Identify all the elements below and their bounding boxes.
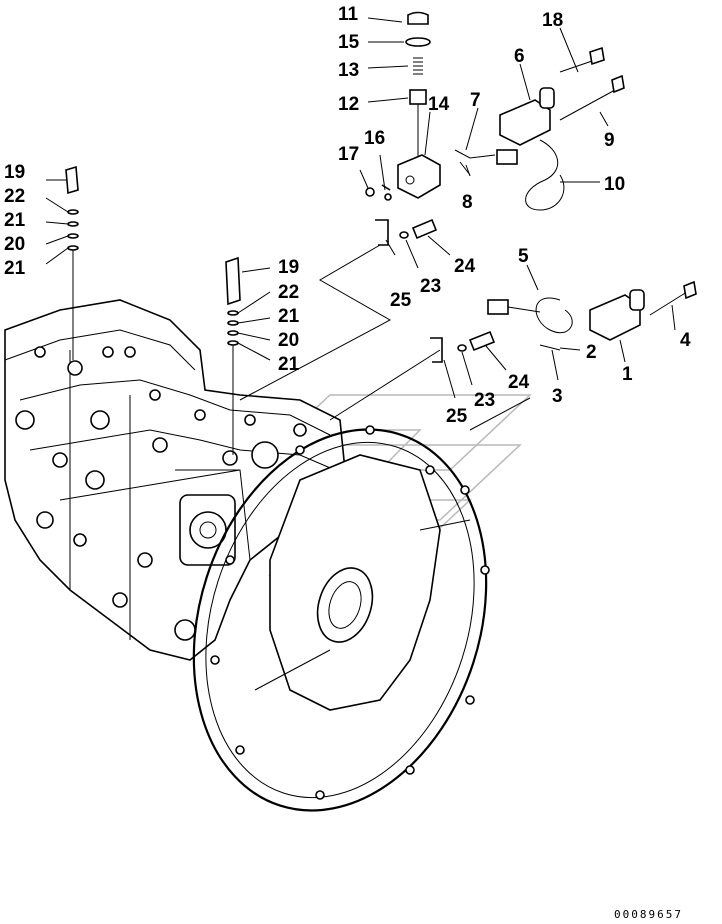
callout-1: 1 [622,364,633,385]
callout-5: 5 [518,246,529,267]
callout-18: 18 [542,10,563,31]
callout-14: 14 [428,94,450,115]
bracket-bolts [375,218,496,363]
callout-25-upper: 25 [390,290,412,311]
leader-lines [45,17,676,431]
flywheel-housing [192,425,490,812]
callout-9: 9 [604,130,615,151]
callout-16: 16 [364,128,385,149]
callout-21-left-upper: 21 [4,210,26,231]
callout-21-center-lower: 21 [278,354,300,375]
callout-8: 8 [462,192,473,213]
callout-22-center: 22 [278,282,299,303]
callout-24-lower: 24 [508,372,530,393]
callout-25-lower: 25 [446,406,468,427]
callout-19-left: 19 [4,162,25,183]
callout-6: 6 [514,46,525,67]
callout-4: 4 [680,330,691,351]
callout-10: 10 [604,174,625,195]
callout-23-lower: 23 [474,390,495,411]
document-number: 00089657 [614,908,683,921]
callout-3: 3 [552,386,563,407]
callout-12: 12 [338,94,359,115]
callout-11: 11 [338,4,359,25]
callout-24-upper: 24 [454,256,476,277]
callout-21-left-lower: 21 [4,258,26,279]
callout-20-center: 20 [278,330,299,351]
main-pump-body [4,299,346,661]
callout-22-left: 22 [4,186,25,207]
callout-17: 17 [338,144,359,165]
callout-7: 7 [470,90,481,111]
callout-23-upper: 23 [420,276,441,297]
solenoid-valve-upper [454,46,625,211]
plug-left [65,165,79,360]
callout-19-center: 19 [278,257,299,278]
pressure-valve-group [365,11,441,201]
callout-15: 15 [338,32,360,53]
solenoid-valve-lower [487,280,697,351]
callout-2: 2 [586,342,597,363]
callout-13: 13 [338,60,359,81]
callout-20-left: 20 [4,234,25,255]
callout-21-center-upper: 21 [278,306,300,327]
callout-labels: 1 2 3 4 5 6 7 8 9 10 11 12 13 14 15 16 1… [4,4,691,427]
